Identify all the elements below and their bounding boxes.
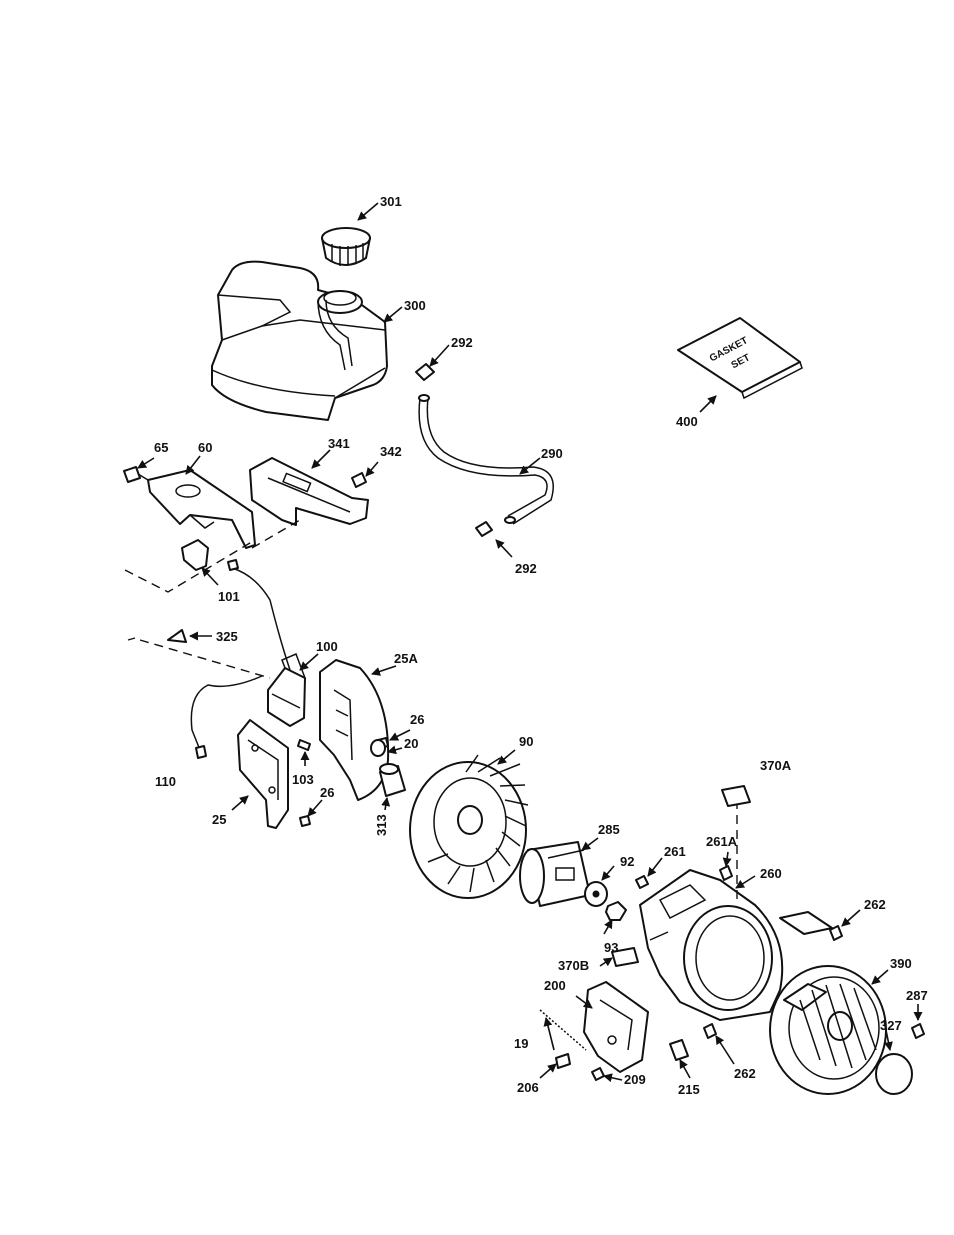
screw-262-bottom-part (704, 1024, 716, 1038)
screw-261-part (636, 876, 648, 888)
clip-206-part (556, 1054, 570, 1068)
washer-20-part (371, 740, 385, 756)
spring-19-part (540, 1010, 586, 1050)
screw-209-part (592, 1068, 604, 1080)
ring-327-part (876, 1054, 912, 1094)
nut-93-part (606, 902, 626, 920)
callout-209: 209 (624, 1072, 646, 1087)
ignition-coil-part (228, 560, 305, 726)
callout-206: 206 (517, 1080, 539, 1095)
shroud-part (320, 660, 388, 800)
fuel-cap-part (322, 228, 370, 266)
callout-110: 110 (155, 774, 176, 789)
callout-262-top: 262 (864, 897, 886, 912)
callout-19: 19 (514, 1036, 528, 1051)
callout-260: 260 (760, 866, 782, 881)
assembly-line-screws (252, 520, 300, 548)
back-plate-part (238, 720, 288, 828)
ground-wire-terminal (196, 746, 206, 758)
callout-103: 103 (292, 772, 314, 787)
callout-285: 285 (598, 822, 620, 837)
callout-292-top: 292 (451, 335, 473, 350)
callout-262-bottom: 262 (734, 1066, 756, 1081)
mount-bracket-part (250, 458, 368, 525)
callout-100: 100 (316, 639, 338, 654)
callout-370b: 370B (558, 958, 589, 973)
callout-20: 20 (404, 736, 418, 751)
clip-part (168, 630, 186, 642)
callout-400: 400 (676, 414, 698, 429)
callout-26-top: 26 (410, 712, 424, 727)
assembly-line-lower (128, 638, 135, 640)
callout-60: 60 (198, 440, 212, 455)
callout-290: 290 (541, 446, 563, 461)
callout-90: 90 (519, 734, 533, 749)
callout-292-bottom: 292 (515, 561, 537, 576)
blower-housing-part (640, 870, 782, 1020)
callout-300: 300 (404, 298, 426, 313)
governor-bracket-part (584, 982, 648, 1072)
callout-26-bottom: 26 (320, 785, 334, 800)
callout-313: 313 (374, 814, 389, 836)
flywheel-part (410, 755, 528, 898)
callout-341: 341 (328, 436, 350, 451)
screw-261a-part (720, 866, 732, 880)
decal-262-part (780, 912, 832, 934)
starter-cup-part (520, 842, 590, 906)
callout-25: 25 (212, 812, 226, 827)
callout-287: 287 (906, 988, 928, 1003)
decal-370a-part (722, 786, 750, 806)
washer-92-hole (593, 891, 599, 897)
callout-200: 200 (544, 978, 566, 993)
callout-342: 342 (380, 444, 402, 459)
screw-103-part (298, 740, 310, 750)
assembly-line-mid (140, 640, 270, 678)
screw-262-top-part (830, 926, 842, 940)
bracket-part (124, 467, 255, 548)
callout-325: 325 (216, 629, 238, 644)
gasket-set-part: GASKET SET (678, 318, 802, 398)
callout-65: 65 (154, 440, 168, 455)
callout-390: 390 (890, 956, 912, 971)
callout-370a: 370A (760, 758, 792, 773)
screw-287-part (912, 1024, 924, 1038)
callout-301: 301 (380, 194, 402, 209)
callout-261a: 261A (706, 834, 738, 849)
callout-261: 261 (664, 844, 686, 859)
callout-101: 101 (218, 589, 240, 604)
screw-26-bottom-part (300, 816, 310, 826)
callout-25a: 25A (394, 651, 418, 666)
callout-327: 327 (880, 1018, 902, 1033)
fuel-tank-part (212, 262, 387, 420)
callout-92: 92 (620, 854, 634, 869)
bracket-215-part (670, 1040, 688, 1060)
callout-93: 93 (604, 940, 618, 955)
fuel-line-part (416, 364, 553, 536)
bushing-313-part (380, 764, 405, 796)
callout-215: 215 (678, 1082, 700, 1097)
spark-boot-part (182, 540, 208, 570)
recoil-starter-part (770, 966, 886, 1094)
